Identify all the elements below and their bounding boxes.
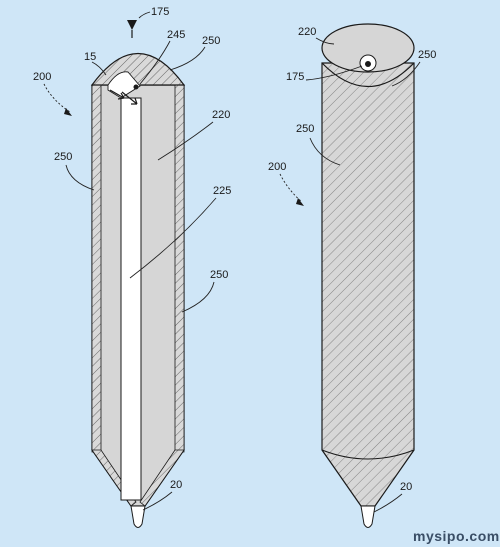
label-right-250-side: 250: [296, 123, 314, 135]
right-cone-seam: [321, 449, 415, 460]
label-right-175: 175: [286, 71, 304, 83]
label-left-220: 220: [212, 109, 230, 121]
right-tip-20: [360, 505, 376, 528]
left-sensor-175: [133, 84, 139, 90]
label-right-220: 220: [298, 26, 316, 38]
left-tip-20: [130, 505, 146, 528]
label-left-250-lower: 250: [210, 269, 228, 281]
right-stylus-exterior: [321, 23, 415, 528]
label-left-245: 245: [167, 29, 185, 41]
label-left-15: 15: [84, 51, 96, 63]
label-left-175: 175: [151, 6, 169, 18]
right-body-250: [321, 62, 415, 507]
label-left-200: 200: [33, 71, 51, 83]
watermark: mysipo.com: [413, 528, 500, 544]
left-cap-cutout: [107, 71, 141, 99]
arrow-right-200: [296, 198, 304, 206]
left-wall-right: [174, 84, 185, 453]
label-right-20: 20: [400, 481, 412, 493]
left-labels: 175 15 245 250 200 220 250 225 250 20: [33, 6, 231, 511]
left-core-225: [120, 97, 142, 501]
sensor-glyph-175: [127, 20, 137, 30]
label-right-250-top: 250: [418, 49, 436, 61]
left-wall-left: [91, 84, 102, 453]
right-cap-front-edge: [321, 62, 415, 87]
left-cone-wall-right: [139, 449, 185, 507]
label-left-250-side: 250: [54, 151, 72, 163]
left-cap-dome: [90, 52, 186, 86]
label-left-20: 20: [170, 479, 182, 491]
right-cap-220: [321, 23, 415, 73]
right-labels: 220 250 175 250 200 20: [268, 26, 436, 513]
left-direction-arrows: [109, 89, 138, 105]
label-left-225: 225: [213, 185, 231, 197]
label-right-200: 200: [268, 161, 286, 173]
label-left-250-top: 250: [202, 35, 220, 47]
left-stylus-section: [90, 52, 186, 528]
arrow-left-200: [64, 108, 72, 116]
right-sensor-175: [365, 61, 371, 67]
